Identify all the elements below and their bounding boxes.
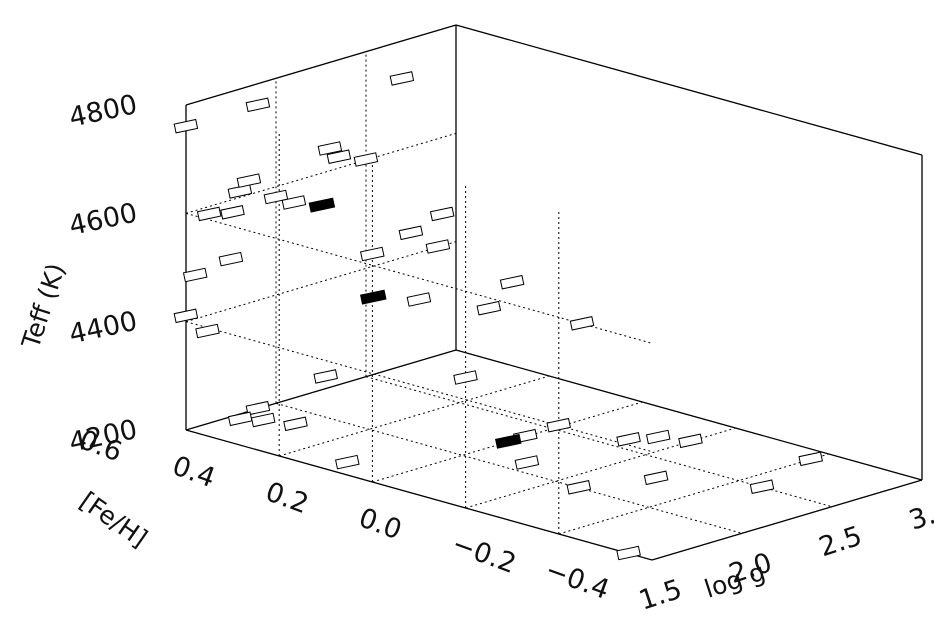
point-teff-logg-projection xyxy=(398,225,424,241)
point-teff-feh-projection xyxy=(406,292,432,307)
point-teff-feh-projection xyxy=(360,246,385,262)
point-teff-feh-projection xyxy=(453,370,478,385)
data-markers xyxy=(173,71,823,561)
point-teff-feh-projection xyxy=(499,274,525,290)
logg-tick-label: 1.5 xyxy=(635,574,685,617)
logg-tick-labels: 1.52.02.53.0 xyxy=(635,494,934,617)
point-teff-feh-projection xyxy=(476,300,502,316)
grid-line xyxy=(185,321,653,453)
box-edge xyxy=(185,429,653,561)
point-teff-feh-projection xyxy=(220,205,245,220)
point-teff-feh-projection xyxy=(546,417,571,433)
point-teff-logg-projection xyxy=(218,251,244,267)
logg-tick-label: 3.0 xyxy=(905,494,934,537)
point-feh-logg-projection xyxy=(514,455,540,470)
point-teff-feh-projection xyxy=(569,316,595,331)
feh-tick-label: 0.4 xyxy=(168,450,219,494)
point-teff-logg-projection xyxy=(173,308,199,324)
point-feh-logg-projection xyxy=(798,451,823,467)
point-feh-logg-projection xyxy=(495,433,522,449)
point-teff-feh-projection xyxy=(429,206,455,222)
point-teff-logg-projection xyxy=(195,323,220,339)
point-feh-logg-projection xyxy=(245,400,271,416)
grid-line xyxy=(275,402,743,534)
point-feh-logg-projection xyxy=(643,470,669,486)
grid-line xyxy=(185,212,653,344)
point-teff-logg-projection xyxy=(245,97,271,113)
teff-tick-label: 4400 xyxy=(66,306,140,351)
point-feh-logg-projection xyxy=(566,480,592,495)
feh-tick-labels: −0.4−0.20.00.20.40.6 xyxy=(75,424,613,606)
feh-axis-label: [Fe/H] xyxy=(75,486,153,553)
logg-tick-label: 2.5 xyxy=(815,521,865,564)
feh-tick-label: −0.2 xyxy=(448,528,520,580)
point-feh-logg-projection xyxy=(250,412,276,428)
grid-line xyxy=(558,453,829,535)
grid-lines xyxy=(185,51,833,535)
point-teff-logg-projection xyxy=(308,197,336,213)
point-teff-logg-projection xyxy=(425,239,451,254)
feh-tick-label: 0.2 xyxy=(261,476,312,520)
point-teff-feh-projection xyxy=(196,206,222,222)
grid-line xyxy=(279,375,550,457)
point-teff-logg-projection xyxy=(317,141,343,156)
box-edge xyxy=(185,24,457,106)
teff-tick-label: 4800 xyxy=(66,89,140,134)
teff-axis-label: Teff (K) xyxy=(16,260,71,353)
grid-line xyxy=(365,376,833,508)
point-feh-logg-projection xyxy=(335,454,360,470)
point-feh-logg-projection xyxy=(645,429,671,445)
point-feh-logg-projection xyxy=(749,479,775,494)
point-teff-feh-projection xyxy=(313,369,338,384)
grid-line xyxy=(465,427,736,509)
grid-line xyxy=(185,132,457,214)
plot-box xyxy=(185,24,923,561)
point-feh-logg-projection xyxy=(283,416,308,432)
point-teff-logg-projection xyxy=(353,152,379,167)
point-teff-logg-projection xyxy=(236,173,262,188)
point-feh-logg-projection xyxy=(678,433,703,449)
point-teff-feh-projection xyxy=(616,432,641,447)
feh-tick-label: −0.4 xyxy=(541,554,613,606)
point-teff-feh-projection xyxy=(182,267,208,283)
point-teff-feh-projection xyxy=(360,289,387,305)
grid-line xyxy=(185,241,457,323)
box-edge xyxy=(455,24,923,156)
box-edge xyxy=(651,479,923,561)
point-teff-logg-projection xyxy=(389,71,415,86)
point-teff-feh-projection xyxy=(173,118,199,134)
teff-tick-label: 4600 xyxy=(66,197,140,242)
point-teff-logg-projection xyxy=(326,149,352,164)
feh-tick-label: 0.0 xyxy=(355,502,406,546)
point-feh-logg-projection xyxy=(227,411,253,427)
point-teff-logg-projection xyxy=(281,195,307,210)
point-feh-logg-projection xyxy=(616,545,641,561)
box-edge xyxy=(455,349,923,481)
